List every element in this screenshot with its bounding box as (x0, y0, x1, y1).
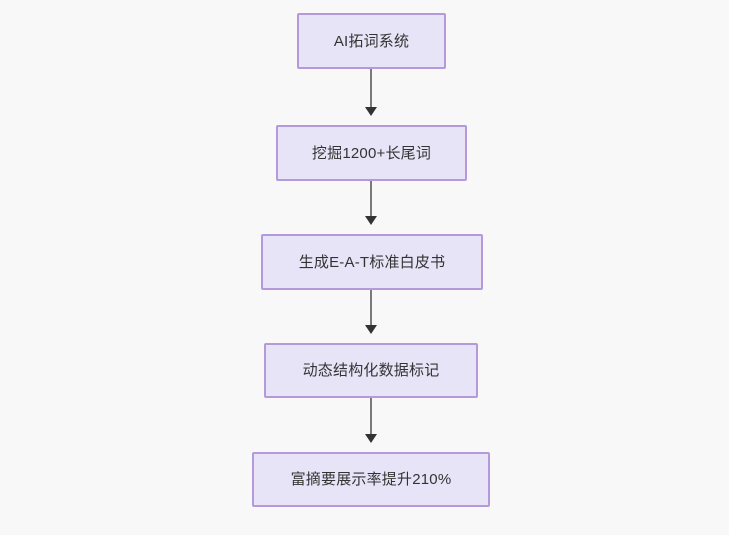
flowchart-node-mine-longtail-keywords[interactable]: 挖掘1200+长尾词 (276, 125, 467, 181)
arrowhead-icon (365, 107, 377, 116)
flowchart-node-dynamic-structured-data-markup[interactable]: 动态结构化数据标记 (264, 343, 478, 398)
edge-line (370, 69, 372, 108)
node-label: 动态结构化数据标记 (302, 362, 440, 379)
node-label: AI拓词系统 (333, 32, 410, 50)
arrowhead-icon (365, 216, 377, 225)
node-label: 挖掘1200+长尾词 (311, 144, 432, 162)
arrowhead-icon (365, 325, 377, 334)
edge-line (370, 290, 372, 326)
node-label: 生成E-A-T标准白皮书 (298, 253, 446, 271)
edge-line (370, 398, 372, 435)
edge-line (370, 181, 372, 217)
arrowhead-icon (365, 434, 377, 443)
flowchart-node-ai-keyword-system[interactable]: AI拓词系统 (297, 13, 446, 69)
node-label: 富摘要展示率提升210% (290, 471, 452, 488)
flowchart-node-rich-snippet-rate-increase[interactable]: 富摘要展示率提升210% (252, 452, 490, 507)
flowchart-node-generate-eat-whitepaper[interactable]: 生成E-A-T标准白皮书 (261, 234, 483, 290)
